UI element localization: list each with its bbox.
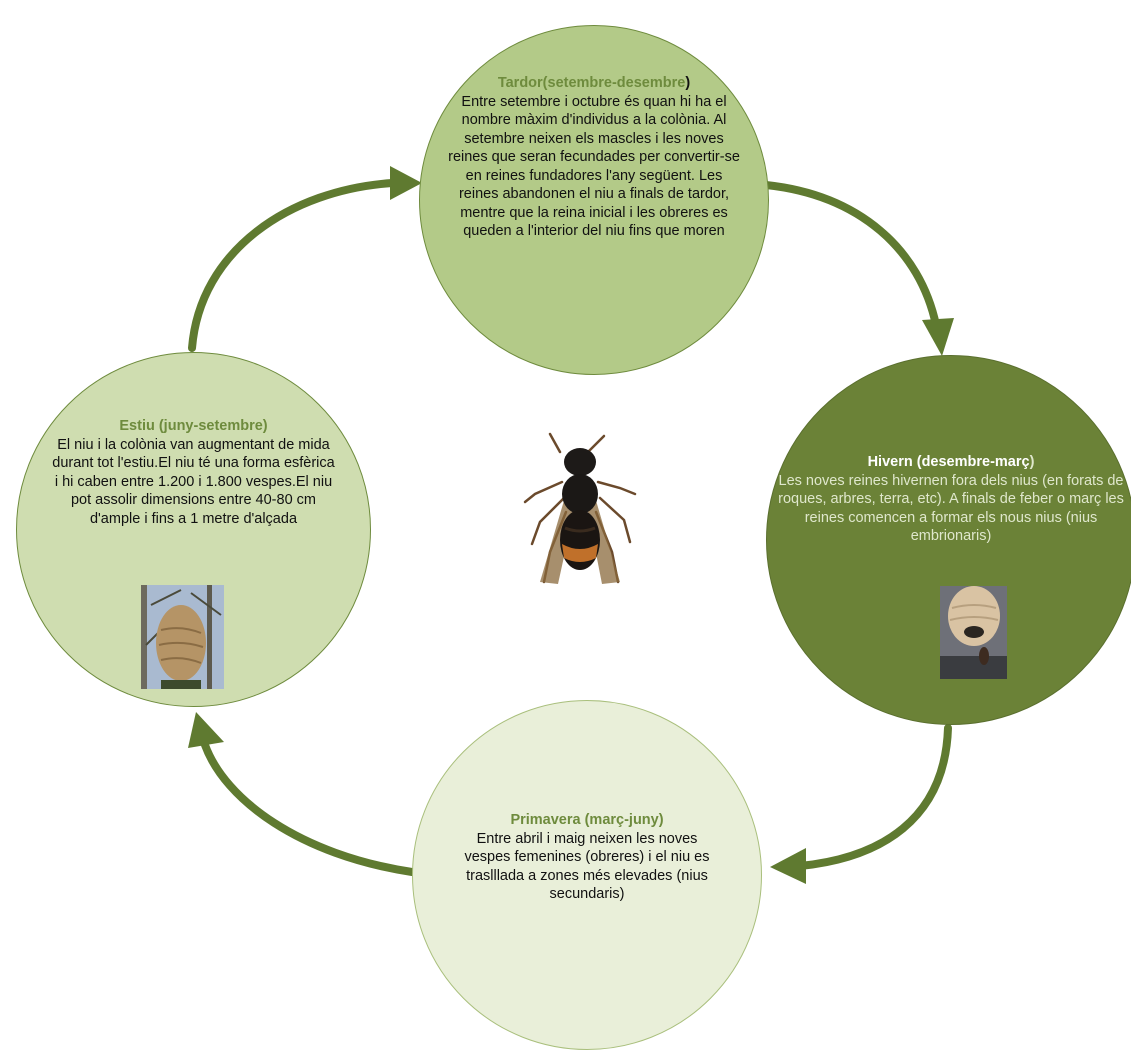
stage-tardor-body: Entre setembre i octubre és quan hi ha e… [448,93,740,240]
nest-photo [141,585,224,689]
stage-hivern-text: Hivern (desembre-març) Les noves reines … [767,453,1131,546]
arrowhead-hivern [922,318,954,356]
arrow-hivern-to-primavera [796,724,952,870]
arrowhead-tardor [390,166,422,200]
stage-hivern-body: Les noves reines hivernen fora dels nius… [778,472,1124,545]
stage-tardor: Tardor(setembre-desembre) Entre setembre… [419,25,769,375]
stage-tardor-title: Tardor(setembre-desembre) [497,75,691,91]
stage-primavera-text: Primavera (març-juny) Entre abril i maig… [413,811,761,904]
stage-primavera-title: Primavera (març-juny) [510,812,664,828]
arrowhead-estiu [188,712,224,748]
embryonic-nest-photo [940,586,1007,679]
wasp-photo [520,432,642,594]
stage-primavera: Primavera (març-juny) Entre abril i maig… [412,700,762,1050]
stage-primavera-body: Entre abril i maig neixen les noves vesp… [464,830,710,903]
stage-estiu-body: El niu i la colònia van augmentant de mi… [52,436,335,527]
stage-estiu-title: Estiu (juny-setembre) [119,418,268,434]
stage-tardor-text: Tardor(setembre-desembre) Entre setembre… [420,74,768,241]
stage-hivern-title: Hivern (desembre-març) [867,454,1035,470]
arrow-tardor-to-hivern [762,181,940,329]
arrow-estiu-to-tardor [188,179,396,352]
stage-estiu-text: Estiu (juny-setembre) El niu i la colòni… [17,417,370,528]
arrowhead-primavera [770,848,806,884]
arrow-primavera-to-estiu [201,741,416,876]
